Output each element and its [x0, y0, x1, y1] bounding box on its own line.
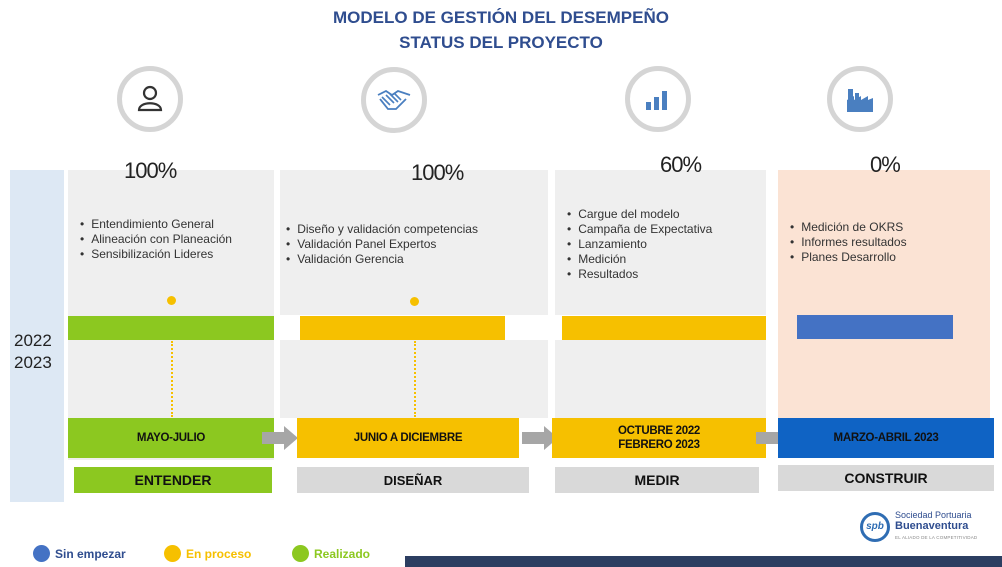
arrow-right-icon — [262, 426, 298, 450]
stage-bullets-disenar: Diseño y validación competencias Validac… — [286, 222, 478, 267]
bullet-item: Campaña de Expectativa — [567, 222, 712, 237]
bullet-item: Entendimiento General — [80, 217, 232, 232]
stage-percent-medir: 60% — [660, 152, 702, 177]
status-dot — [410, 297, 419, 306]
logo-text: Sociedad Portuaria Buenaventura EL ALIAD… — [895, 510, 977, 543]
legend-dot — [292, 545, 309, 562]
legend-item-realizado: Realizado — [292, 545, 370, 562]
period-box-disenar: JUNIO A DICIEMBRE — [297, 418, 519, 458]
period-label: MARZO-ABRIL 2023 — [833, 432, 939, 444]
legend-item-sin-empezar: Sin empezar — [33, 545, 126, 562]
logo-line2: Buenaventura — [895, 520, 969, 532]
timeline-connector — [171, 341, 173, 417]
legend-label: Realizado — [314, 546, 371, 561]
progress-bar-construir — [797, 315, 953, 339]
bullet-item: Medición — [567, 252, 712, 267]
stage-percent-entender: 100% — [124, 158, 177, 183]
period-label: OCTUBRE 2022 — [617, 425, 701, 437]
period-label: FEBRERO 2023 — [618, 439, 700, 451]
logo-line1: Sociedad Portuaria — [895, 510, 972, 520]
footer-bar — [405, 556, 1002, 567]
period-label: MAYO-JULIO — [136, 432, 206, 444]
status-dot — [167, 296, 176, 305]
phase-label-construir: CONSTRUIR — [778, 465, 994, 491]
bullet-item: Alineación con Planeación — [80, 232, 232, 247]
factory-icon — [827, 66, 893, 132]
logo-tagline: EL ALIADO DE LA COMPETITIVIDAD — [895, 535, 978, 540]
progress-bar-entender — [68, 316, 274, 340]
bullet-item: Cargue del modelo — [567, 207, 712, 222]
bullet-item: Lanzamiento — [567, 237, 712, 252]
company-logo: spb Sociedad Portuaria Buenaventura EL A… — [860, 510, 977, 543]
year-column — [10, 170, 64, 502]
legend-label: Sin empezar — [55, 546, 126, 561]
stage-percent-disenar: 100% — [411, 160, 464, 185]
page-title-line2: STATUS DEL PROYECTO — [399, 33, 603, 52]
stage-percent-construir: 0% — [870, 152, 901, 177]
bullet-item: Informes resultados — [790, 235, 906, 250]
bar-chart-icon — [625, 66, 691, 132]
bullet-item: Validación Gerencia — [286, 252, 478, 267]
person-icon — [117, 66, 183, 132]
progress-bar-disenar — [300, 316, 505, 340]
legend-label: En proceso — [186, 546, 252, 561]
bullet-item: Sensibilización Lideres — [80, 247, 232, 262]
bullet-item: Validación Panel Expertos — [286, 237, 478, 252]
phase-label-medir: MEDIR — [555, 467, 759, 493]
progress-bar-medir — [562, 316, 766, 340]
year-label: 2022 2023 — [14, 330, 52, 374]
stage-panel-construir — [778, 170, 990, 418]
period-box-construir: MARZO-ABRIL 2023 — [778, 418, 994, 458]
period-box-entender: MAYO-JULIO — [68, 418, 274, 458]
legend-dot — [164, 545, 181, 562]
legend-item-en-proceso: En proceso — [164, 545, 251, 562]
legend-dot — [33, 545, 50, 562]
bullet-item: Planes Desarrollo — [790, 250, 907, 265]
bullet-item: Diseño y validación competencias — [286, 222, 478, 237]
page-title-line1: MODELO DE GESTIÓN DEL DESEMPEÑO — [333, 8, 669, 27]
logo-mark: spb — [860, 511, 890, 542]
bullet-item: Resultados — [567, 267, 712, 282]
arrow-right-icon — [522, 426, 558, 450]
phase-label-entender: ENTENDER — [74, 467, 272, 493]
period-label: JUNIO A DICIEMBRE — [353, 432, 463, 444]
stage-bullets-entender: Entendimiento General Alineación con Pla… — [80, 217, 232, 262]
bullet-item: Medición de OKRS — [790, 220, 907, 235]
stage-panel-medir-lower — [555, 340, 766, 418]
year-label-line1: 2022 — [14, 331, 52, 350]
stage-bullets-construir: Medición de OKRS Informes resultados Pla… — [790, 220, 907, 265]
year-label-line2: 2023 — [14, 353, 52, 372]
handshake-icon — [361, 67, 427, 133]
timeline-connector — [414, 341, 416, 417]
period-box-medir: OCTUBRE 2022 FEBRERO 2023 — [552, 418, 766, 458]
phase-label-disenar: DISEÑAR — [297, 467, 529, 493]
stage-bullets-medir: Cargue del modelo Campaña de Expectativa… — [567, 207, 712, 282]
